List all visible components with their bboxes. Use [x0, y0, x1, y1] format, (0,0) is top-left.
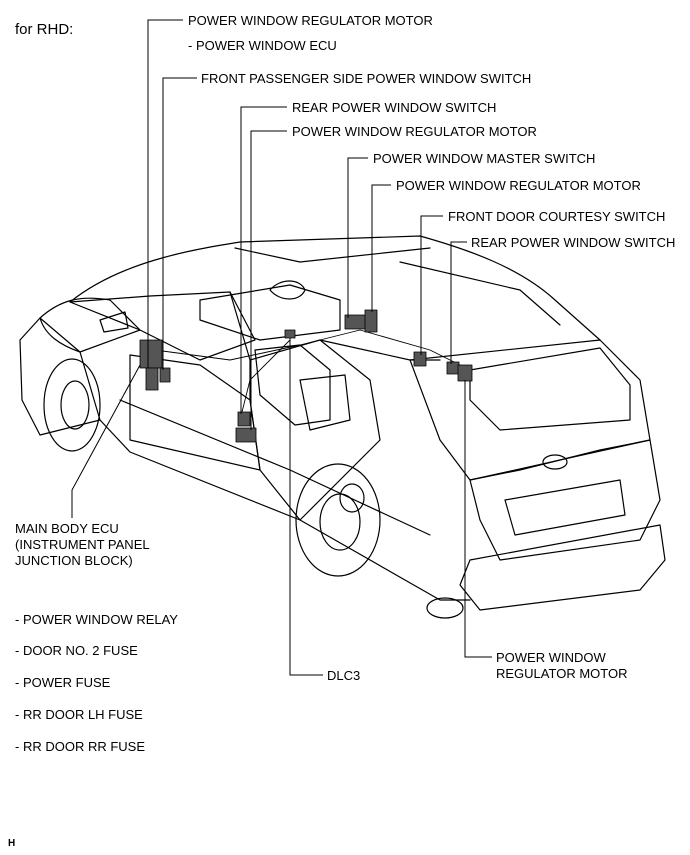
leader-pw-regulator-motor-3 [371, 184, 391, 312]
rear-door [249, 339, 381, 521]
callout-main-body-ecu-line-3: JUNCTION BLOCK) [15, 553, 133, 568]
pw-regulator-motor-3-marker [364, 309, 378, 333]
leader-front-door-courtesy [420, 215, 443, 355]
rear-pw-switch-1-marker [237, 411, 251, 427]
steering-wheel [269, 280, 306, 300]
hood [39, 297, 141, 353]
main-body-ecu-marker [139, 339, 163, 369]
front-wheel-hub [60, 380, 90, 430]
wiring-harness-2 [239, 339, 291, 421]
front-fascia [19, 317, 101, 436]
callout-rear-pw-switch-1: REAR POWER WINDOW SWITCH [292, 100, 497, 115]
b-pillar [229, 291, 251, 361]
wiring-harness [154, 329, 471, 371]
leader-rear-pw-switch-1 [240, 106, 287, 414]
fuse-list-item: - POWER FUSE [15, 675, 111, 690]
side-mirror [99, 311, 129, 333]
tailgate [469, 439, 661, 561]
roof-rail-left [234, 247, 431, 263]
leader-main-body-ecu [71, 364, 141, 518]
fuse-list-item: - RR DOOR RR FUSE [15, 739, 145, 754]
front-wheel [43, 358, 101, 452]
body-side [99, 419, 471, 601]
seat-front [299, 374, 351, 431]
leader-dlc3 [289, 338, 323, 676]
pw-regulator-motor-4-marker [457, 364, 473, 382]
rear-bumper [459, 524, 666, 611]
callout-rear-pw-switch-2: REAR POWER WINDOW SWITCH [471, 235, 676, 250]
rear-wheel [295, 463, 381, 577]
callout-pw-regulator-motor-3: POWER WINDOW REGULATOR MOTOR [396, 178, 641, 193]
fuse-list-item: - RR DOOR LH FUSE [15, 707, 143, 722]
leader-pw-regulator-motor-1 [147, 19, 183, 368]
license-plate-recess [504, 479, 626, 536]
leader-pw-master-switch [347, 157, 368, 318]
sill [119, 399, 431, 536]
callout-front-passenger-switch: FRONT PASSENGER SIDE POWER WINDOW SWITCH [201, 71, 532, 86]
callout-main-body-ecu-line-1: MAIN BODY ECU [15, 521, 119, 536]
callout-front-door-courtesy-switch: FRONT DOOR COURTESY SWITCH [448, 209, 666, 224]
leader-front-passenger-switch [162, 77, 197, 370]
pw-regulator-motor-1-marker [145, 367, 159, 391]
leader-pw-regulator-motor-2 [250, 130, 287, 430]
front-passenger-switch-marker [159, 367, 171, 383]
rhd-variant-label: for RHD: [15, 21, 74, 38]
callout-pw-regulator-motor-2: POWER WINDOW REGULATOR MOTOR [292, 124, 537, 139]
callout-pw-master-switch: POWER WINDOW MASTER SWITCH [373, 151, 596, 166]
dlc3-marker [284, 329, 296, 339]
roof-rail-right [399, 261, 561, 326]
callout-main-body-ecu-line-2: (INSTRUMENT PANEL [15, 537, 150, 552]
leader-pw-regulator-motor-4 [464, 380, 492, 658]
corner-code: H [8, 838, 16, 849]
front-door-courtesy-marker [413, 351, 427, 367]
fuse-list-item: - DOOR NO. 2 FUSE [15, 643, 138, 658]
callout-pw-regulator-motor-1: POWER WINDOW REGULATOR MOTOR [188, 13, 433, 28]
callout-pw-regulator-motor-4-line-2: REGULATOR MOTOR [496, 666, 628, 681]
rear-emblem [542, 454, 568, 470]
callout-dlc3: DLC3 [327, 668, 361, 683]
rear-window [469, 347, 631, 431]
roof-outline [69, 235, 601, 341]
rear-quarter [409, 339, 651, 481]
callout-pw-regulator-motor-4-line-1: POWER WINDOW [496, 650, 606, 665]
callout-pw-ecu: - POWER WINDOW ECU [188, 38, 337, 53]
rear-pw-switch-2-marker [446, 361, 460, 375]
dashboard [199, 284, 341, 341]
pw-regulator-motor-2-marker [235, 427, 257, 443]
fuel-door [339, 483, 365, 513]
exhaust [426, 597, 464, 619]
fuse-list-item: - POWER WINDOW RELAY [15, 612, 178, 627]
center-console [254, 344, 331, 426]
leader-rear-pw-switch-2 [450, 241, 467, 364]
